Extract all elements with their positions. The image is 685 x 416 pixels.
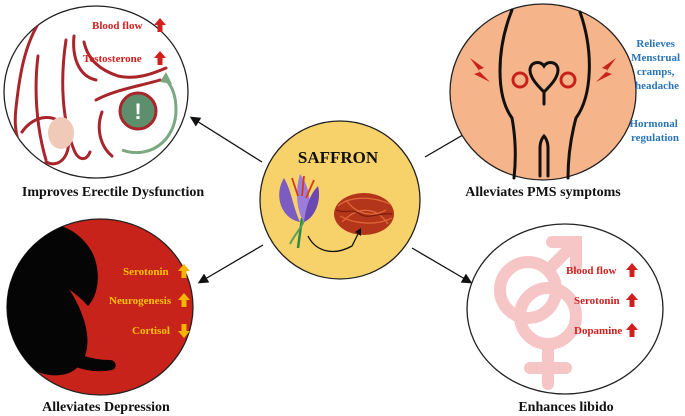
alert-circle-icon [118,91,158,131]
libido-label-1: Serotonin [574,295,620,307]
pain-bolt-icon-right [596,58,616,82]
up-arrow-icon [626,293,638,307]
cycle-arrow-icon [121,78,178,155]
up-arrow-icon [178,293,190,307]
process-arrow [307,233,359,253]
erectile-label-0: Blood flow [92,20,142,32]
gender-symbols-illustration [494,236,582,390]
pms-note-1: Hormonal regulation [629,118,680,144]
depression-caption: Alleviates Depression [42,400,170,415]
male-anatomy-illustration [13,10,168,178]
erectile-caption: Improves Erectile Dysfunction [22,185,204,200]
libido-caption: Enhances libido [518,400,613,415]
pms-note-0: Relieves Menstrual cramps, headache [631,38,683,92]
ovary-right [559,71,577,89]
pms-caption: Alleviates PMS symptoms [465,185,621,200]
pain-bolt-icon-left [470,58,490,82]
up-arrow-icon [154,51,166,65]
up-arrow-icon [154,18,166,32]
saffron-title: SAFFRON [298,148,379,167]
up-arrow-icon [626,263,638,277]
erectile-circle: ! Blood flow Testosterone [3,5,189,179]
libido-label-0: Blood flow [566,265,616,277]
testis-shape [48,117,74,149]
depression-label-0: Serotonin [123,266,169,278]
exclamation-icon: ! [134,99,141,124]
up-arrow-icon [178,264,190,278]
ovary-left [511,71,529,89]
pelvis-illustration [498,8,591,180]
depression-circle: Serotonin Neurogenesis Cortisol [6,218,194,396]
depression-label-2: Cortisol [132,325,170,337]
saffron-center-circle: SAFFRON [259,120,421,280]
libido-circle: Blood flow Serotonin Dopamine [466,223,664,395]
up-arrow-icon [626,323,638,337]
saffron-threads-illustration [334,193,394,235]
depression-label-1: Neurogenesis [109,295,172,307]
pms-circle: Relieves Menstrual cramps, headache Horm… [449,3,683,181]
libido-label-2: Dopamine [574,325,622,337]
down-arrow-icon [178,324,190,338]
erectile-label-1: Testosterone [83,53,142,65]
crocus-flower-illustration [279,174,320,249]
